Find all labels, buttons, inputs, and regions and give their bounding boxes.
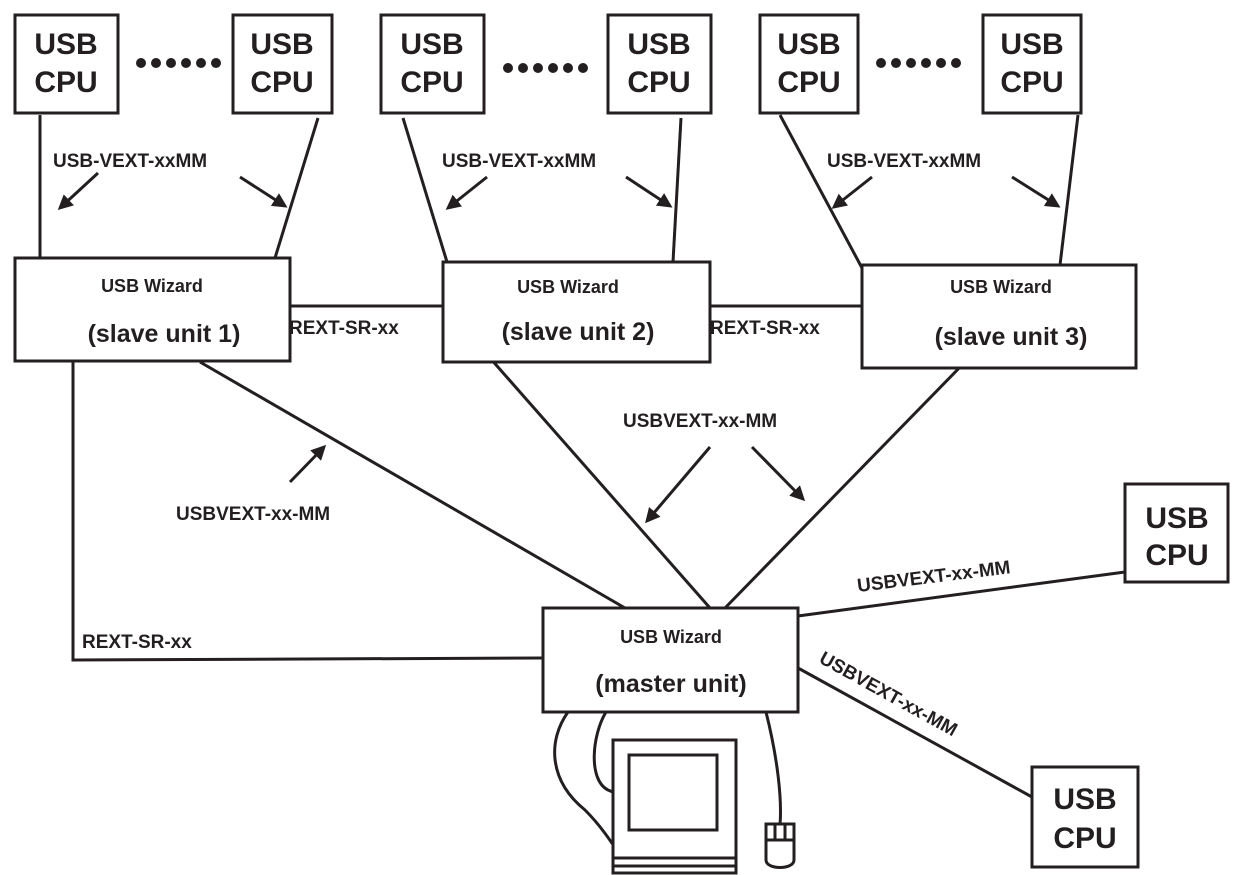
- ellipsis-dots: [876, 58, 961, 68]
- arrows-middle: [288, 444, 806, 524]
- cpu-label-usb: USB: [34, 28, 97, 61]
- cpu-label-cpu: CPU: [1053, 822, 1116, 855]
- cable-label-vext-center: USBVEXT-xx-MM: [623, 411, 777, 432]
- unit-subtitle: (slave unit 3): [935, 323, 1088, 351]
- cpu-label-cpu: CPU: [400, 66, 463, 99]
- cable-label-rext-1: REXT-SR-xx: [289, 318, 399, 339]
- cpu-label-cpu: CPU: [1145, 539, 1208, 572]
- cable-label-vext-2: USB-VEXT-xxMM: [442, 151, 596, 172]
- cpu-label-usb: USB: [250, 28, 313, 61]
- cpu-box: USB CPU: [606, 13, 713, 115]
- cpu-label-cpu: CPU: [250, 66, 313, 99]
- cpu-label-usb: USB: [627, 28, 690, 61]
- cable-label-rext-2: REXT-SR-xx: [710, 318, 820, 339]
- cable-label-vext-1: USB-VEXT-xxMM: [53, 151, 207, 172]
- cpu-label-usb: USB: [400, 28, 463, 61]
- unit-subtitle: (master unit): [595, 670, 746, 698]
- ellipsis-dots: [503, 63, 588, 73]
- cpu-box: USB CPU: [981, 13, 1083, 115]
- unit-title: USB Wizard: [950, 277, 1052, 297]
- slave-unit-2: USB Wizard (slave unit 2): [441, 260, 712, 364]
- cpu-label-usb: USB: [1145, 502, 1208, 535]
- unit-subtitle: (slave unit 1): [88, 320, 241, 348]
- cpu-label-usb: USB: [1053, 783, 1116, 816]
- monitor-icon: [611, 738, 738, 875]
- unit-subtitle: (slave unit 2): [502, 318, 655, 346]
- cable-label-vext-3: USB-VEXT-xxMM: [827, 151, 981, 172]
- cpu-box: USB CPU: [231, 13, 334, 115]
- cable-label-vext-right-2: USBVEXT-xx-MM: [816, 648, 961, 741]
- cpu-label-cpu: CPU: [627, 66, 690, 99]
- cpu-box: USB CPU: [1030, 765, 1140, 869]
- cpu-box: USB CPU: [379, 13, 486, 115]
- cpu-label-usb: USB: [777, 28, 840, 61]
- top-cpu-row: USB CPU USB CPU USB CPU USB CPU US: [13, 13, 1083, 115]
- unit-title: USB Wizard: [101, 276, 203, 296]
- cable-label-rext-3: REXT-SR-xx: [82, 632, 192, 653]
- master-unit: USB Wizard (master unit): [541, 606, 800, 714]
- arrows-top: [57, 171, 1061, 211]
- cable-label-vext-left: USBVEXT-xx-MM: [176, 504, 330, 525]
- cpu-label-usb: USB: [1000, 28, 1063, 61]
- slave-unit-3: USB Wizard (slave unit 3): [860, 263, 1138, 370]
- unit-title: USB Wizard: [517, 277, 619, 297]
- cpu-box: USB CPU: [1123, 482, 1230, 584]
- cpu-label-cpu: CPU: [777, 66, 840, 99]
- cpu-label-cpu: CPU: [34, 66, 97, 99]
- cpu-box: USB CPU: [13, 13, 120, 115]
- cables: [38, 114, 1126, 856]
- mouse-icon: [764, 822, 796, 869]
- slave-unit-1: USB Wizard (slave unit 1): [13, 256, 292, 363]
- cpu-label-cpu: CPU: [1000, 66, 1063, 99]
- cpu-box: USB CPU: [758, 13, 860, 115]
- unit-title: USB Wizard: [620, 627, 722, 647]
- ellipsis-dots: [136, 58, 221, 68]
